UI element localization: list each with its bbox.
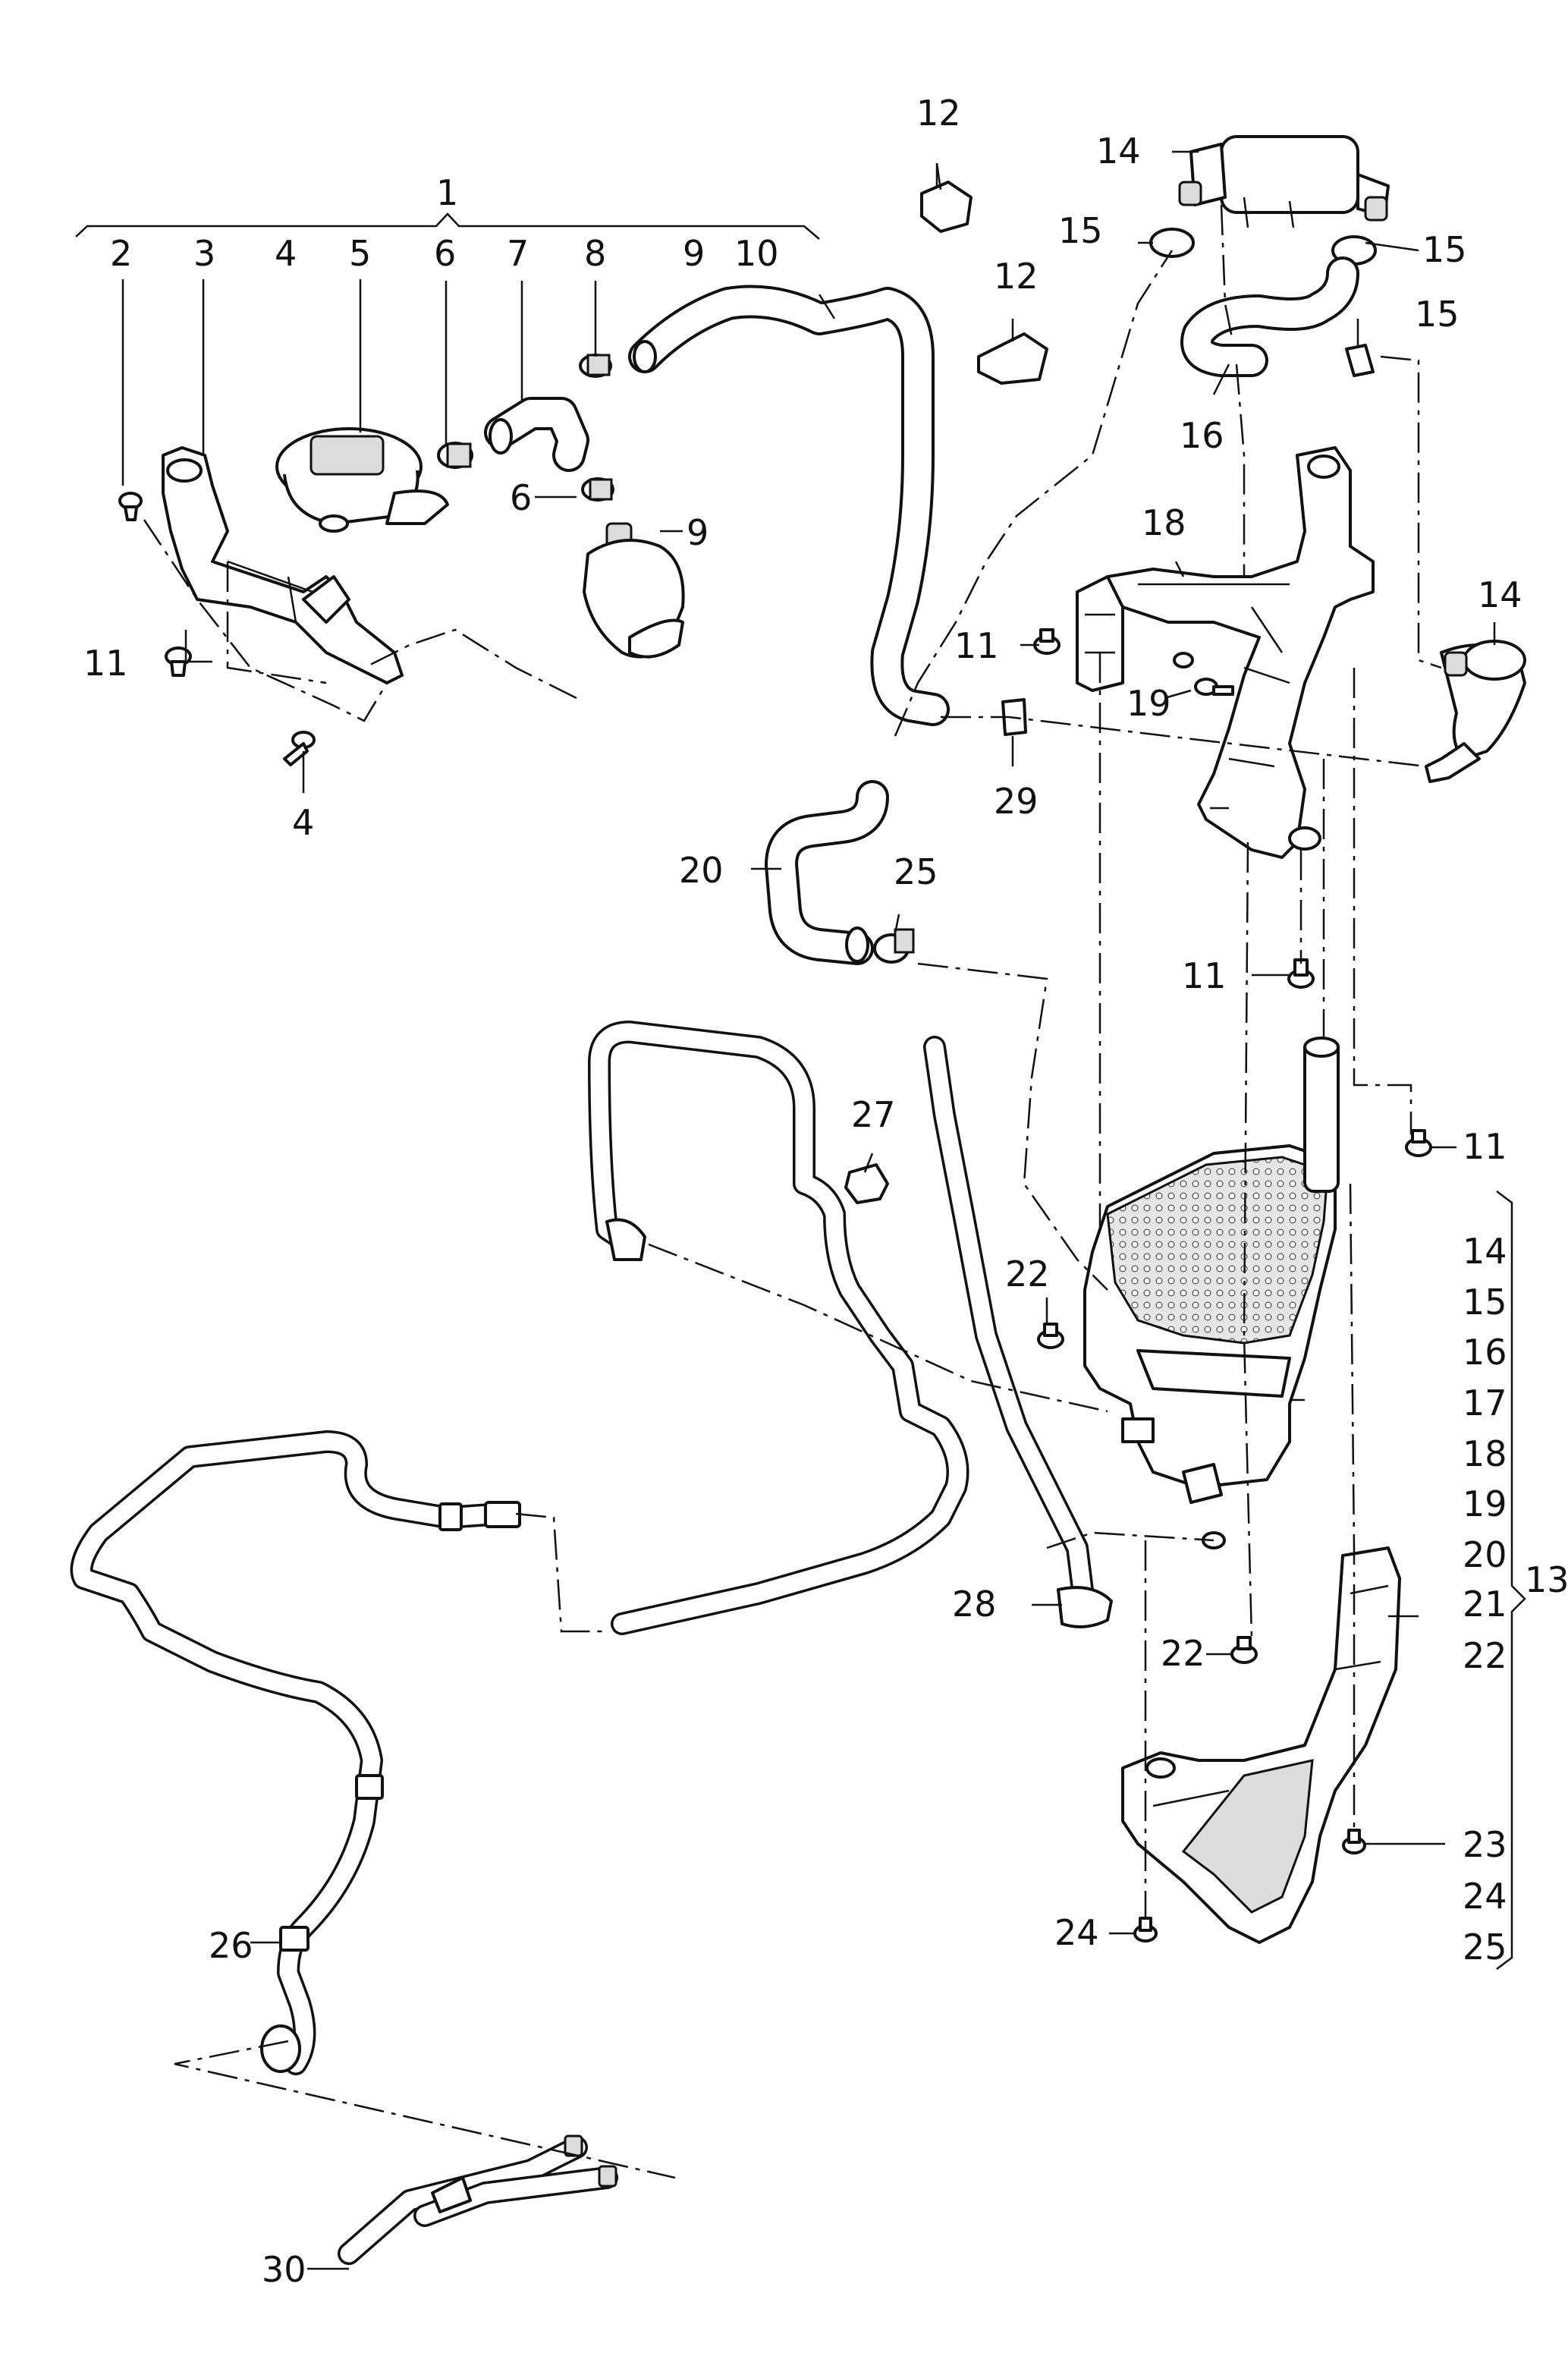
group13-item: 20	[1463, 1534, 1507, 1575]
callout-18: 18	[1142, 502, 1186, 543]
callout-16: 16	[1180, 415, 1224, 456]
clamp-15c	[1345, 344, 1375, 377]
callout-7: 7	[507, 233, 529, 274]
clamp-15a	[1149, 228, 1195, 258]
callout-14a: 14	[1096, 131, 1141, 171]
hose-16	[1180, 256, 1359, 377]
filter-9	[583, 522, 685, 659]
group-1-bracket	[75, 212, 820, 240]
callout-24: 24	[1054, 1912, 1099, 1953]
line-section-30	[338, 2134, 618, 2265]
clamp-25	[873, 928, 915, 964]
hose-7	[484, 397, 589, 472]
canister-17	[1083, 1037, 1340, 1549]
screw-11a	[165, 646, 192, 677]
leader-lines	[121, 150, 1496, 2270]
callout-13: 13	[1525, 1559, 1568, 1600]
callout-8: 8	[584, 233, 606, 274]
line-28	[923, 1036, 1113, 1628]
bracket-3	[162, 446, 404, 684]
group-13-bracket	[1496, 1191, 1526, 1970]
group13-item: 17	[1463, 1383, 1507, 1423]
group13-item: 25	[1463, 1927, 1507, 1968]
callout-25: 25	[894, 851, 938, 892]
group13-item: 19	[1463, 1483, 1507, 1524]
line-26	[70, 1021, 969, 2075]
screw-22a	[1037, 1323, 1064, 1349]
filter-14b	[1425, 640, 1526, 783]
clip-12b	[977, 332, 1048, 385]
callout-22b: 22	[1161, 1633, 1205, 1674]
clamp-6a	[437, 442, 473, 469]
screw-11d	[1405, 1129, 1432, 1157]
bracket-18	[1076, 446, 1375, 859]
bracket-21	[1121, 1546, 1401, 1944]
group-13-list: 14 15 16 17 18 19 20 21 22 23 24 25	[1463, 1231, 1507, 1968]
callout-12b: 12	[994, 256, 1039, 297]
callout-11b: 11	[954, 625, 999, 666]
callout-11c: 11	[1182, 955, 1227, 996]
group13-item: 18	[1463, 1433, 1507, 1474]
callout-27: 27	[851, 1094, 896, 1135]
callout-11d: 11	[1463, 1126, 1507, 1167]
callout-21: 21	[1463, 1584, 1507, 1625]
screw-24	[1133, 1917, 1158, 1942]
callout-5: 5	[349, 233, 371, 274]
callout-11a: 11	[83, 643, 128, 684]
callout-15b: 15	[1422, 229, 1467, 270]
callout-15a: 15	[1058, 210, 1103, 251]
group13-item: 14	[1463, 1231, 1507, 1272]
callout-20: 20	[679, 850, 724, 891]
callout-labels: 1 2 3 4 5 6 7 8 9 10 6 9 11 4 12 12 14 1…	[83, 93, 1568, 2290]
screw-11b	[1033, 628, 1061, 655]
callout-6a: 6	[434, 233, 456, 274]
group13-item: 22	[1463, 1635, 1507, 1676]
screw-11c	[1287, 958, 1315, 989]
callout-4b: 4	[292, 802, 314, 843]
screw-22b	[1230, 1636, 1258, 1664]
callout-10: 10	[734, 233, 779, 274]
callout-9b: 9	[687, 512, 709, 553]
callout-2: 2	[110, 233, 132, 274]
nut-19	[1173, 652, 1234, 696]
hose-10	[628, 285, 950, 726]
callout-14b: 14	[1478, 574, 1522, 615]
clip-12a	[920, 162, 973, 233]
callout-29: 29	[994, 781, 1039, 822]
callout-23: 23	[1463, 1824, 1507, 1865]
callout-28: 28	[952, 1584, 997, 1625]
clamp-8	[579, 354, 612, 378]
callout-1: 1	[436, 172, 458, 213]
callout-12a: 12	[916, 93, 961, 134]
filter-14a	[1178, 135, 1390, 228]
clip-27	[844, 1163, 889, 1204]
callout-22a: 22	[1005, 1254, 1050, 1294]
callout-3: 3	[193, 233, 215, 274]
group13-item: 16	[1463, 1332, 1507, 1373]
pump-5	[275, 427, 449, 533]
callout-4a: 4	[275, 233, 297, 274]
bolt-4	[283, 731, 316, 766]
callout-19: 19	[1127, 683, 1171, 724]
dash-dot-lines	[143, 204, 1442, 2179]
hose-20	[765, 780, 889, 965]
callout-15c: 15	[1415, 294, 1460, 335]
group13-item: 15	[1463, 1282, 1507, 1323]
callout-6b: 6	[510, 477, 532, 518]
clamp-6b	[581, 477, 614, 502]
callout-26: 26	[209, 1925, 253, 1966]
screw-2	[118, 492, 143, 521]
screw-23	[1342, 1829, 1366, 1854]
callout-9a: 9	[683, 233, 705, 274]
callout-30: 30	[262, 2249, 306, 2290]
group13-item: 24	[1463, 1876, 1507, 1917]
